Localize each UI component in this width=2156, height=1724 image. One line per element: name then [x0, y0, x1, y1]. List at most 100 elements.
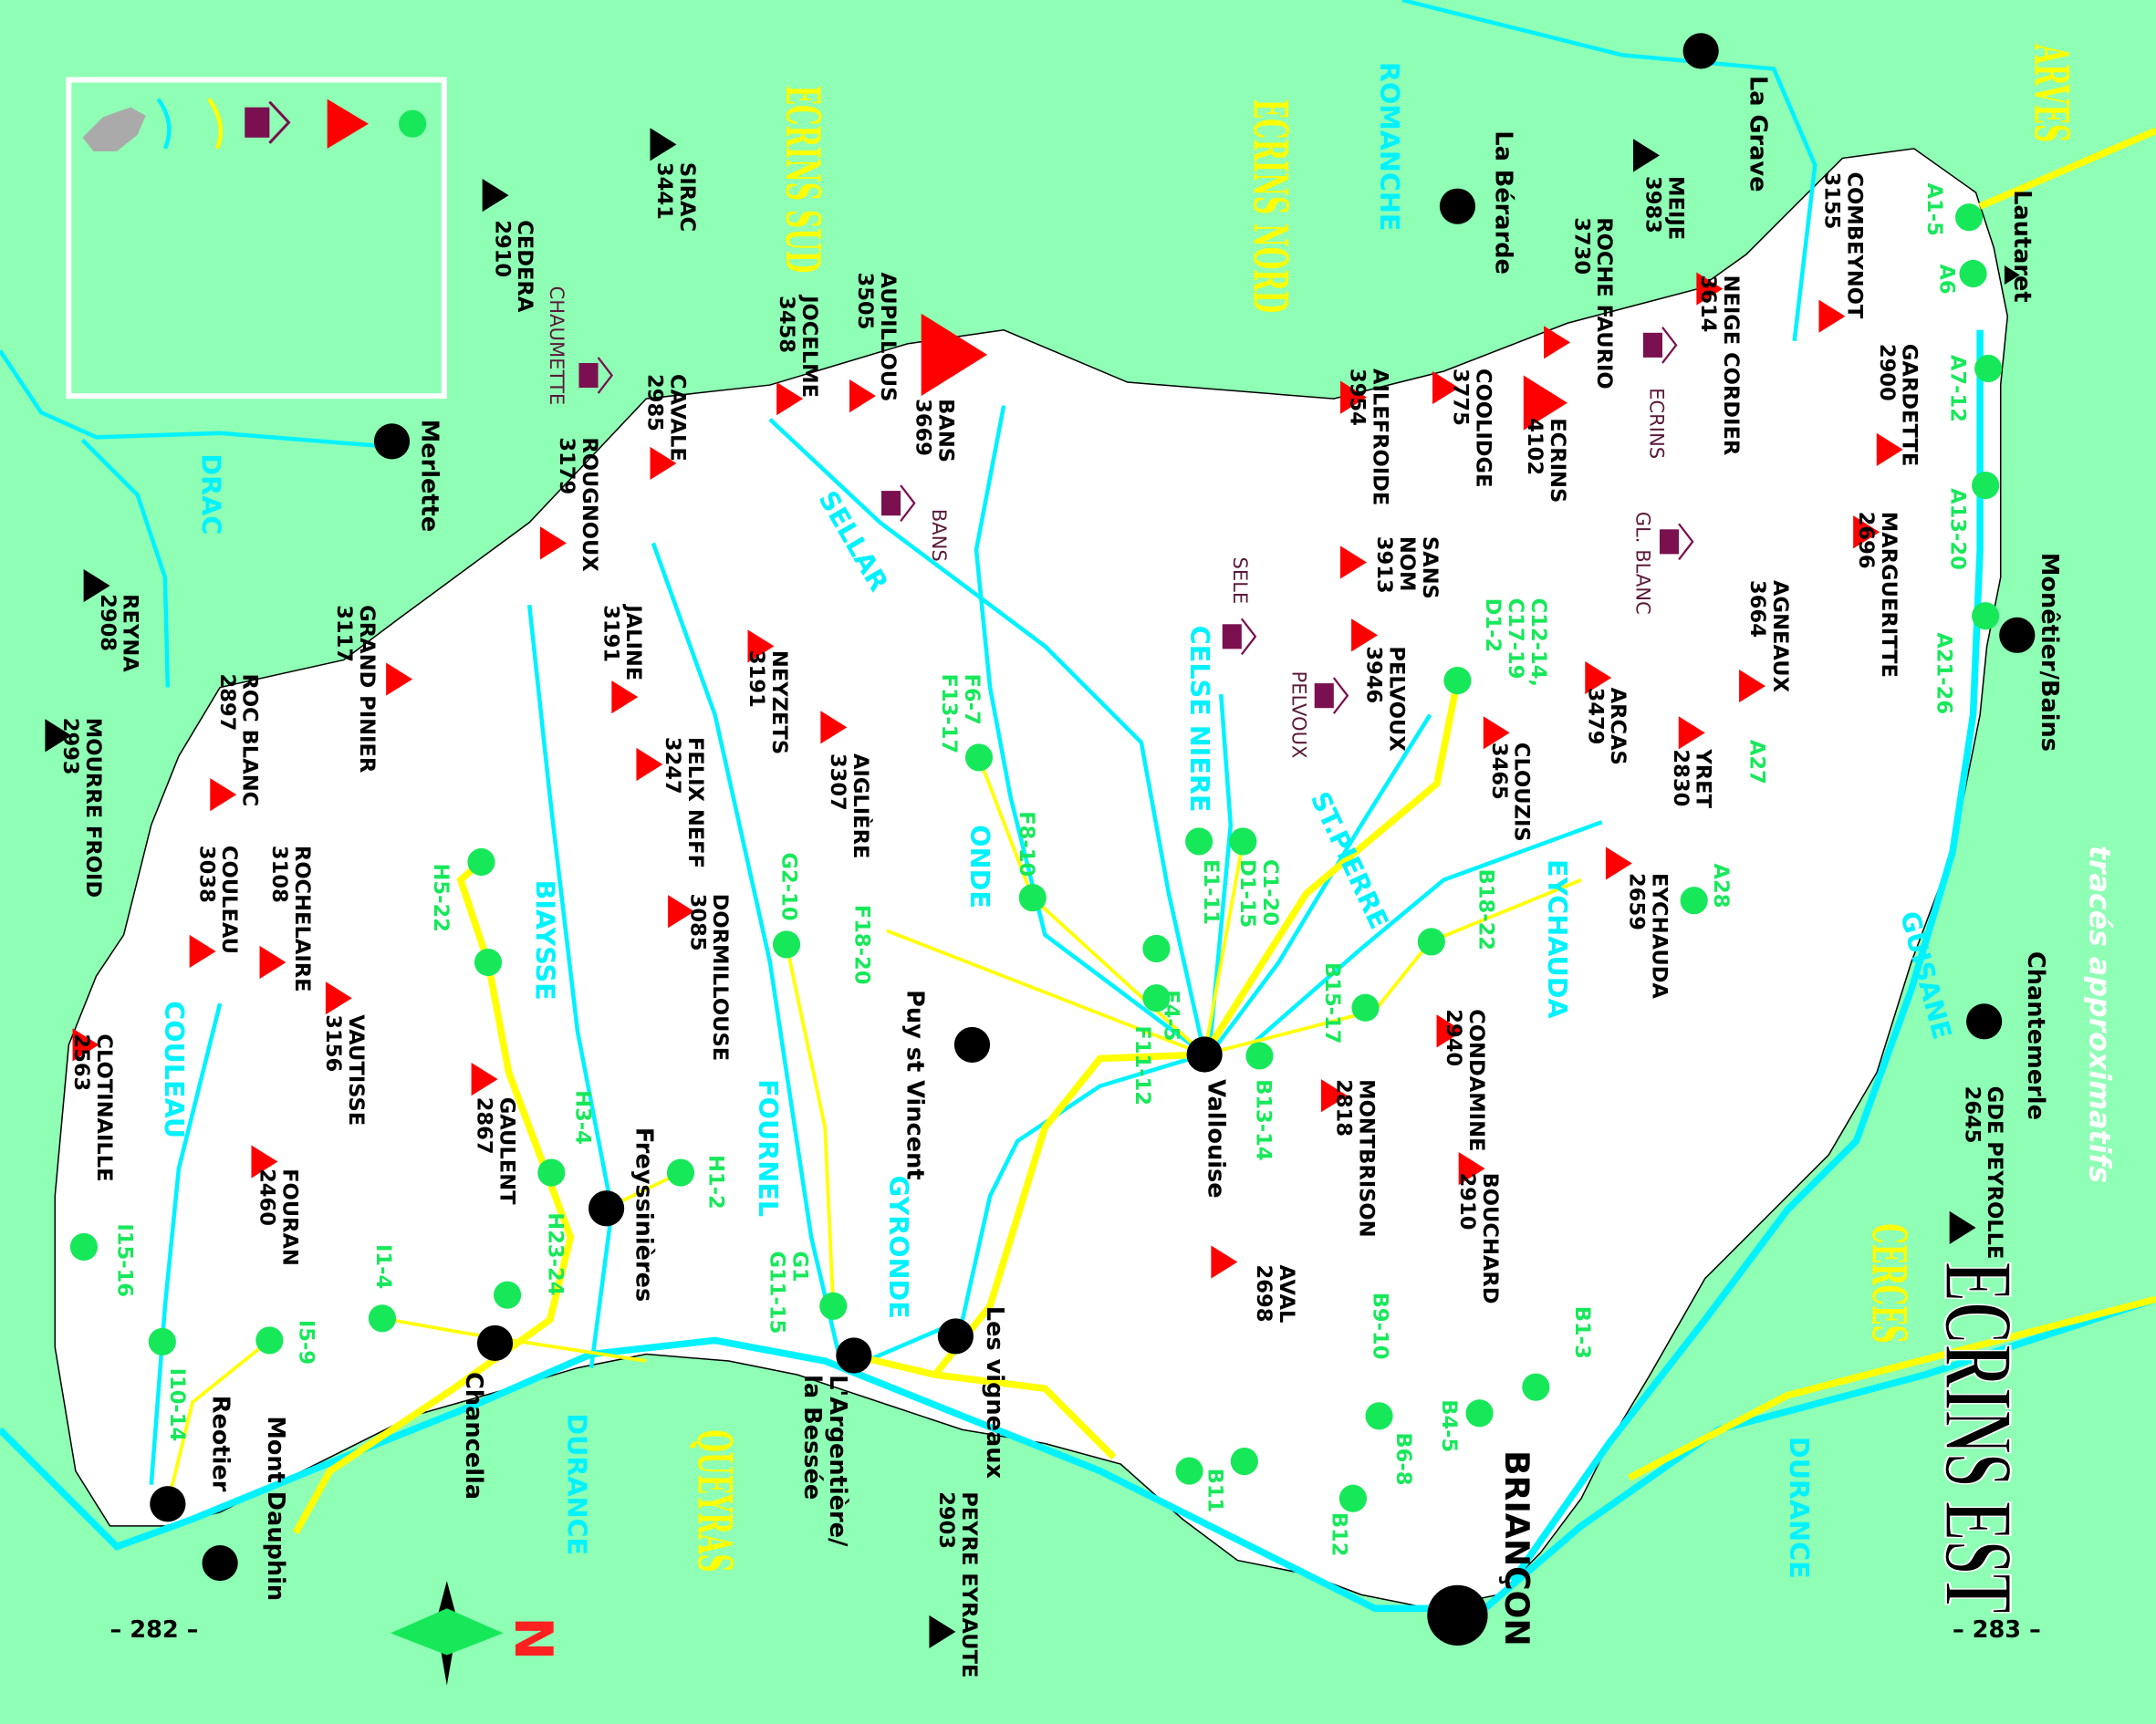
- outer-summit-label-line: SIRAC: [675, 162, 699, 232]
- town-label-line: Vallouise: [1203, 1079, 1230, 1198]
- summit-label: MARGUERITTE2696: [1854, 512, 1901, 678]
- departure-dot-icon[interactable]: [1338, 1484, 1367, 1512]
- refuge-label-line: BANS: [928, 509, 951, 562]
- departure-dot-icon[interactable]: [964, 743, 994, 772]
- departure-dot-icon[interactable]: [537, 1158, 566, 1187]
- departure-label-line: B9-10: [1369, 1293, 1392, 1360]
- summit-label-line: 2985: [643, 374, 667, 431]
- departure-label: A6: [1934, 264, 1958, 294]
- summit-icon: [251, 1145, 278, 1179]
- departure-dot-icon[interactable]: [69, 1232, 98, 1262]
- departure-label-line: I15-16: [113, 1223, 137, 1297]
- departure-dot-icon[interactable]: [1974, 354, 2003, 383]
- departure-dot-icon[interactable]: [1954, 203, 1984, 232]
- departure-dot-icon[interactable]: [1417, 928, 1445, 956]
- departure-dot-icon[interactable]: [1680, 887, 1708, 915]
- summit-label-line: PELVOUX: [1385, 646, 1409, 751]
- summit-label-line: 2830: [1669, 749, 1693, 806]
- departure-dot-icon[interactable]: [368, 1304, 397, 1333]
- departure-dot-icon[interactable]: [1175, 1457, 1203, 1485]
- summit-label-line: 3458: [775, 296, 798, 353]
- summit-label: COMBEYNOT3155: [1820, 171, 1867, 318]
- refuge-label: SELE: [1229, 556, 1252, 604]
- town-label: Mont Dauphin: [262, 1416, 289, 1601]
- departure-label-line: F13-17: [937, 674, 961, 754]
- town-label: La Bérarde: [1490, 130, 1517, 275]
- summit-icon: [1818, 299, 1846, 333]
- summit-label: ROCHE FAURIO3730: [1569, 217, 1616, 389]
- departure-dot-icon[interactable]: [474, 948, 503, 977]
- departure-dot-icon[interactable]: [1365, 1402, 1393, 1430]
- summit-label-line: COMBEYNOT: [1842, 171, 1866, 318]
- departure-dot-icon[interactable]: [1185, 827, 1213, 856]
- departure-label: H5-22: [429, 864, 453, 932]
- town-dot-icon: [1439, 188, 1476, 224]
- summit-icon: [210, 778, 237, 812]
- town-label-line: La Grave: [1744, 76, 1771, 192]
- departure-dot-icon[interactable]: [772, 930, 801, 959]
- departure-label-line: A28: [1709, 864, 1733, 909]
- summit-label-line: GRAND PINIER: [355, 605, 379, 773]
- outer-summit-label-line: 2908: [96, 594, 120, 651]
- summit-label-line: 3465: [1487, 743, 1511, 800]
- summit-icon: [386, 662, 413, 696]
- summit-icon: [1523, 375, 1568, 431]
- summit-label: MONTBRISON2818: [1332, 1079, 1379, 1237]
- departure-dot-icon[interactable]: [1972, 472, 2000, 500]
- road-line: [886, 929, 1205, 1056]
- summit-label-line: 2897: [215, 674, 239, 732]
- departure-label: F6-7F13-17: [937, 674, 984, 754]
- departure-dot-icon[interactable]: [467, 847, 495, 877]
- summit-label-line: 2696: [1854, 512, 1878, 569]
- summit-label-line: 3479: [1583, 688, 1607, 745]
- outer-summit-label-line: 3983: [1641, 176, 1665, 234]
- summit-label: ROCHELAIRE3108: [267, 846, 314, 992]
- summit-label-line: NEYZETS: [767, 650, 791, 754]
- departure-label-line: H1-2: [704, 1155, 728, 1210]
- outer-summit-label: MOURRE FROID2993: [58, 718, 105, 898]
- summit-label-line: ROCHELAIRE: [290, 846, 314, 992]
- departure-dot-icon[interactable]: [494, 1281, 522, 1309]
- departure-dot-icon[interactable]: [666, 1158, 695, 1187]
- massif-label: CERCES: [1861, 1223, 1917, 1344]
- departure-label: A13-20: [1945, 488, 1969, 570]
- departure-dot-icon[interactable]: [148, 1327, 176, 1356]
- departure-label-line: A7-12: [1945, 355, 1969, 422]
- departure-label-line: A13-20: [1945, 488, 1969, 570]
- massif-label: ARVES: [2024, 44, 2079, 143]
- departure-dot-icon[interactable]: [1443, 667, 1472, 695]
- summit-icon: [1436, 1014, 1463, 1048]
- town-label-line: Reotier: [207, 1396, 234, 1492]
- summit-label-line: NEIGE CORDIER: [1719, 275, 1743, 456]
- departure-dot-icon[interactable]: [1351, 993, 1380, 1022]
- departure-label-line: B6-8: [1391, 1432, 1415, 1485]
- departure-dot-icon[interactable]: [1142, 984, 1171, 1013]
- departure-dot-icon[interactable]: [819, 1292, 848, 1320]
- departure-dot-icon[interactable]: [1522, 1373, 1550, 1401]
- summit-icon: [849, 379, 876, 413]
- river-label-line: COULEAU: [159, 1001, 190, 1138]
- departure-label: G1G11-15: [766, 1251, 812, 1334]
- summit-label-line: FOURAN: [277, 1168, 301, 1266]
- departure-dot-icon[interactable]: [1229, 827, 1257, 856]
- departure-dot-icon[interactable]: [1959, 259, 1987, 288]
- departure-label: B6-8: [1391, 1432, 1415, 1485]
- summit-icon: [668, 895, 695, 929]
- river-line: [149, 1002, 223, 1485]
- departure-label-line: D1-2: [1481, 598, 1505, 653]
- summit-icon: [1605, 846, 1632, 880]
- river-line: [768, 418, 1207, 1055]
- departure-dot-icon[interactable]: [255, 1326, 284, 1355]
- departure-dot-icon[interactable]: [1972, 602, 2000, 630]
- departure-dot-icon[interactable]: [1230, 1447, 1258, 1476]
- departure-label: I10-14: [165, 1368, 189, 1442]
- summit-label-line: 2940: [1442, 1009, 1465, 1066]
- refuge-label: GL. BLANC: [1631, 512, 1654, 615]
- departure-dot-icon[interactable]: [1245, 1042, 1274, 1070]
- summit-label: EYCHAUDA2659: [1625, 873, 1672, 999]
- departure-dot-icon[interactable]: [1465, 1399, 1494, 1428]
- town-label: Monêtier/Bains: [2036, 553, 2063, 752]
- departure-dot-icon[interactable]: [1142, 934, 1171, 963]
- departure-dot-icon[interactable]: [1018, 884, 1047, 912]
- summit-label-line: 3117: [332, 605, 356, 662]
